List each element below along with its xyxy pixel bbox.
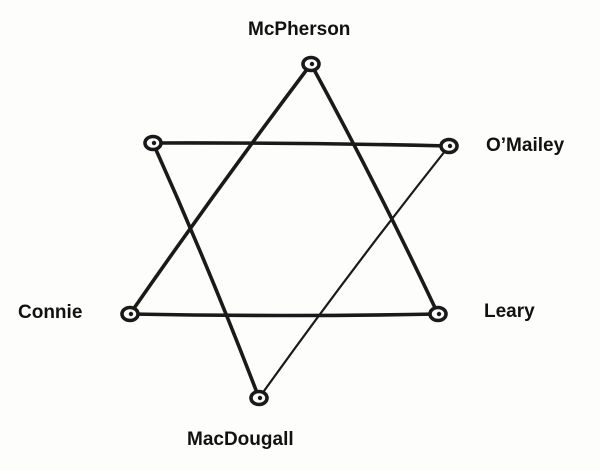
edge-top-to-lower-left	[128, 62, 313, 316]
node-bottom	[249, 389, 269, 407]
node-lower-right-dot	[436, 311, 442, 317]
edge-top-to-lower-right	[309, 62, 440, 316]
edge-upper-right-to-bottom	[257, 144, 451, 400]
node-top	[301, 55, 321, 73]
label-leary: Leary	[484, 301, 535, 322]
node-upper-left-dot	[151, 140, 157, 146]
node-top-dot	[309, 61, 315, 67]
nodes-layer	[120, 55, 459, 407]
label-macdougall: MacDougall	[187, 429, 294, 450]
edge-lower-left-to-lower-right	[128, 312, 440, 318]
node-upper-right-dot	[447, 143, 453, 149]
edge-upper-left-to-bottom	[151, 141, 261, 400]
edge-upper-left-to-upper-right	[151, 141, 451, 148]
node-bottom-dot	[257, 395, 263, 401]
label-connie: Connie	[18, 302, 83, 323]
edges-layer	[128, 62, 451, 400]
node-lower-left-dot	[128, 311, 134, 317]
label-omailey: O’Mailey	[486, 135, 565, 156]
node-upper-right	[439, 137, 459, 155]
label-mcpherson: McPherson	[248, 19, 351, 40]
node-lower-left	[120, 305, 140, 323]
node-lower-right	[428, 305, 448, 323]
node-upper-left	[143, 134, 163, 152]
